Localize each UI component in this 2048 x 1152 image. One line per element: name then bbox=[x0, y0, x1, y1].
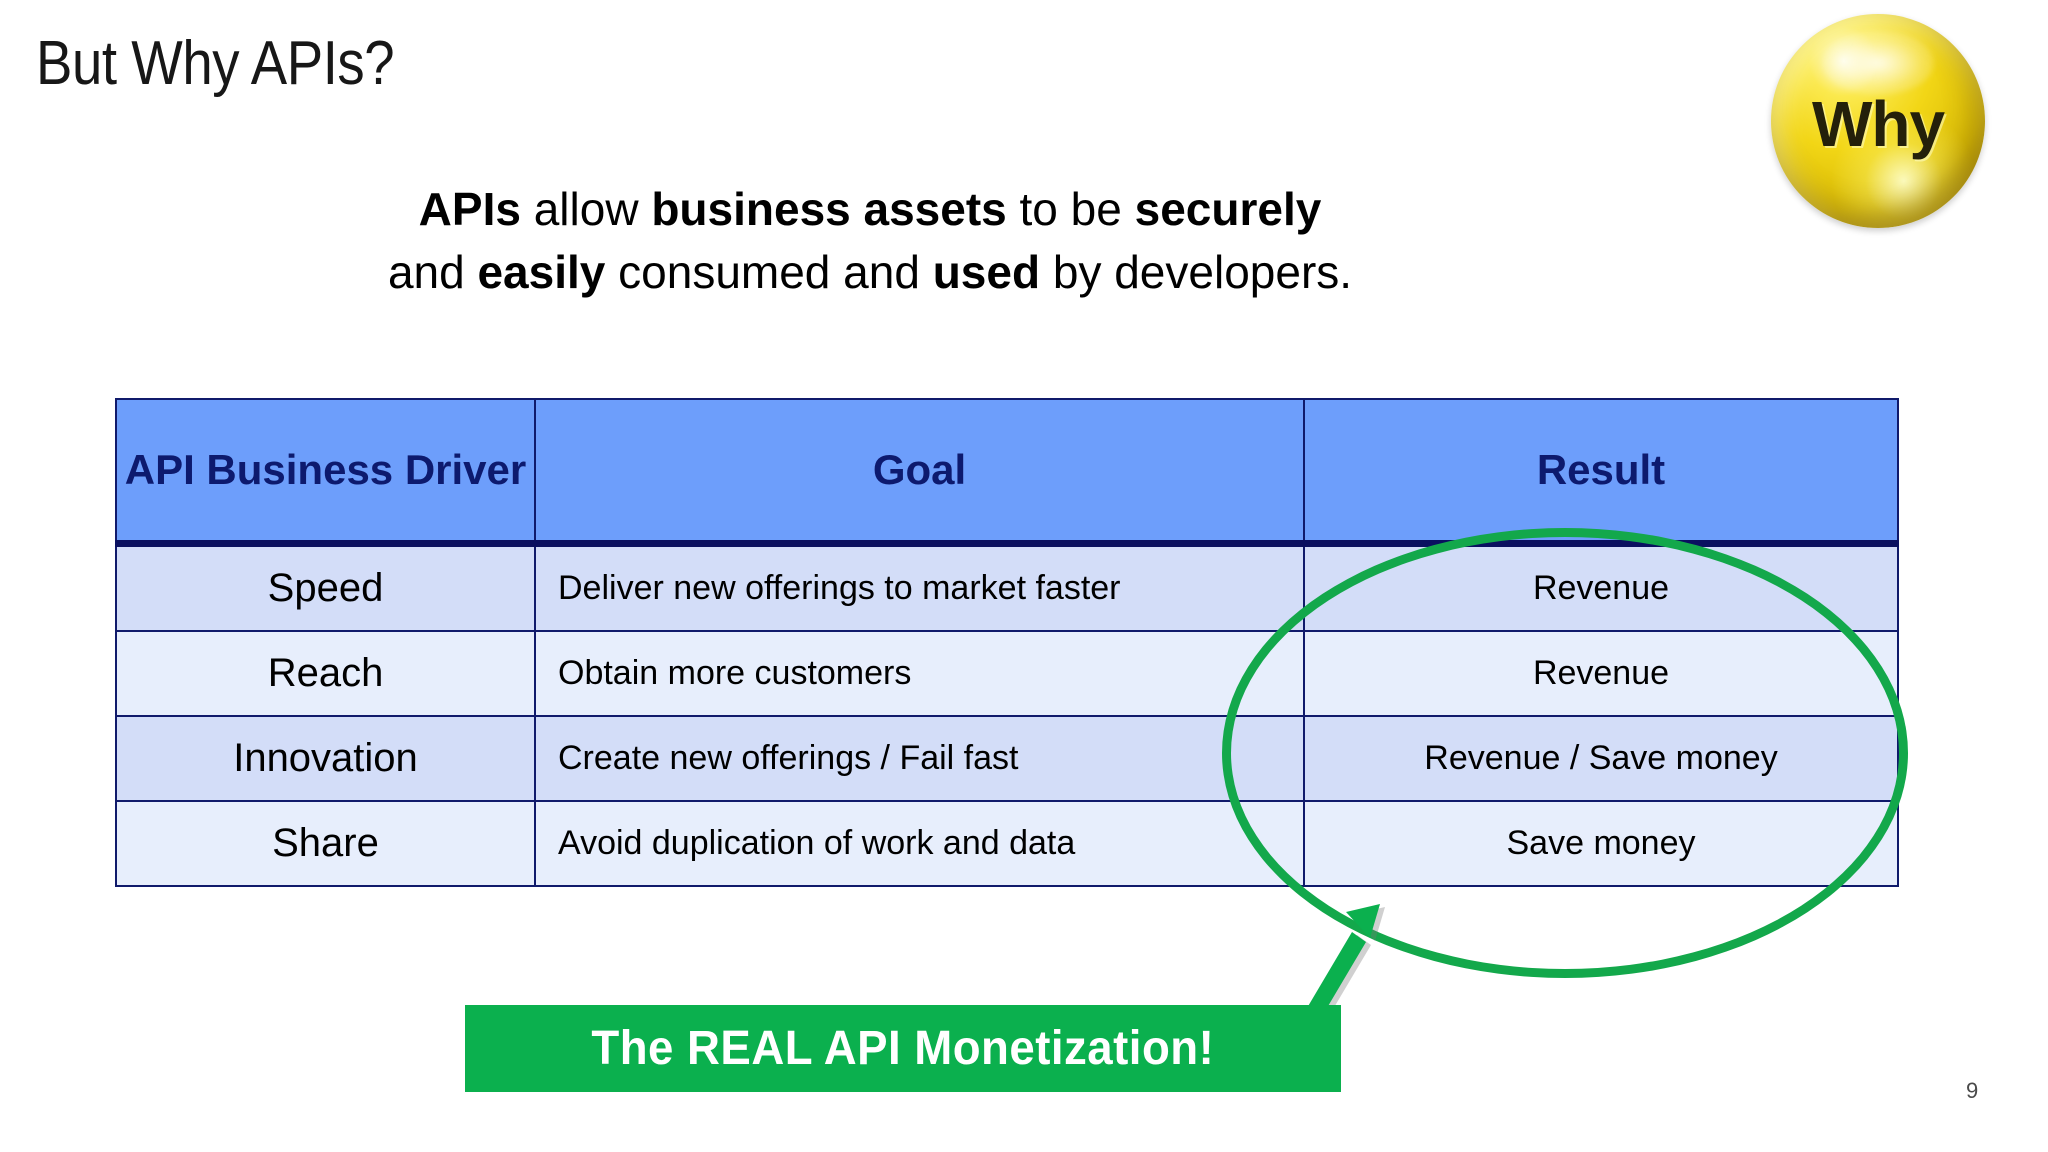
why-sphere-label: Why bbox=[1811, 88, 1945, 160]
callout-box: The REAL API Monetization! bbox=[465, 1005, 1341, 1092]
slide-number: 9 bbox=[1966, 1078, 1979, 1103]
cell-goal: Obtain more customers bbox=[534, 630, 1305, 717]
cell-result: Save money bbox=[1303, 800, 1899, 887]
column-header-goal: Goal bbox=[534, 398, 1305, 547]
emphasized-text: APIs bbox=[418, 183, 521, 235]
cell-goal: Deliver new offerings to market faster bbox=[534, 542, 1305, 632]
table-header-row: API Business Driver Goal Result bbox=[115, 398, 1899, 547]
cell-driver: Reach bbox=[115, 630, 536, 717]
emphasized-text: business assets bbox=[651, 183, 1007, 235]
subtitle-line-1: APIs allow business assets to be securel… bbox=[0, 178, 1740, 241]
emphasized-text: securely bbox=[1134, 183, 1322, 235]
plain-text: consumed and bbox=[605, 246, 933, 298]
plain-text: by developers. bbox=[1040, 246, 1353, 298]
cell-goal: Avoid duplication of work and data bbox=[534, 800, 1305, 887]
emphasized-text: used bbox=[932, 246, 1041, 298]
emphasized-text: easily bbox=[477, 246, 606, 298]
cell-driver: Speed bbox=[115, 542, 536, 632]
column-header-driver: API Business Driver bbox=[115, 398, 536, 547]
cell-result: Revenue / Save money bbox=[1303, 715, 1899, 802]
page-title: But Why APIs? bbox=[36, 29, 395, 98]
plain-text: allow bbox=[520, 183, 652, 235]
plain-text: to be bbox=[1006, 183, 1135, 235]
cell-driver: Share bbox=[115, 800, 536, 887]
cell-result: Revenue bbox=[1303, 630, 1899, 717]
subtitle-line-2: and easily consumed and used by develope… bbox=[0, 241, 1740, 304]
subtitle: APIs allow business assets to be securel… bbox=[0, 178, 1740, 304]
column-header-result: Result bbox=[1303, 398, 1899, 547]
cell-goal: Create new offerings / Fail fast bbox=[534, 715, 1305, 802]
why-sphere-icon: Why bbox=[1771, 14, 1985, 228]
callout-label: The REAL API Monetization! bbox=[591, 1022, 1215, 1075]
plain-text: and bbox=[387, 246, 478, 298]
callout-arrow-icon bbox=[1299, 904, 1385, 1020]
cell-result: Revenue bbox=[1303, 542, 1899, 632]
cell-driver: Innovation bbox=[115, 715, 536, 802]
